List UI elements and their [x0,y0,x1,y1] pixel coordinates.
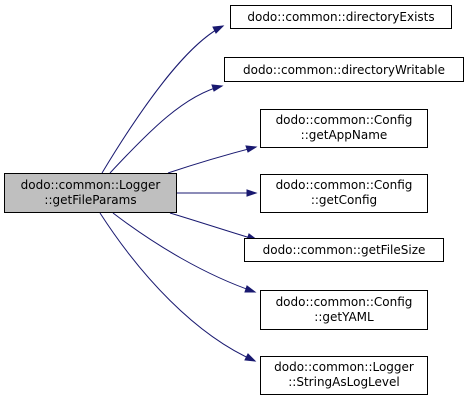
edge-to-get-config [176,189,258,197]
node-directory-writable[interactable]: dodo::common::directoryWritable [224,57,464,82]
edge-to-get-app-name [167,145,258,174]
node-root-line-1: dodo::common::Logger [21,178,161,192]
node-root[interactable]: dodo::common::Logger ::getFileParams [4,173,177,213]
node-get-config[interactable]: dodo::common::Config ::getConfig [260,174,428,213]
node-get-file-size[interactable]: dodo::common::getFileSize [244,238,444,262]
node-directory-writable-label: dodo::common::directoryWritable [243,63,445,77]
node-get-config-line-2: ::getConfig [311,193,377,207]
node-get-yaml-line-1: dodo::common::Config [276,295,413,309]
edge-to-get-yaml [112,212,257,293]
node-root-line-2: ::getFileParams [44,193,136,207]
node-string-as-log-level-line-1: dodo::common::Logger [274,360,414,374]
node-get-app-name-line-2: ::getAppName [301,128,388,142]
node-get-app-name[interactable]: dodo::common::Config ::getAppName [260,109,428,148]
node-get-yaml-line-2: ::getYAML [314,310,374,324]
node-get-yaml[interactable]: dodo::common::Config ::getYAML [260,290,428,330]
node-string-as-log-level-line-2: ::StringAsLogLevel [288,375,399,389]
node-string-as-log-level[interactable]: dodo::common::Logger ::StringAsLogLevel [260,356,428,395]
edge-to-directory-exists [101,25,225,174]
node-get-file-size-label: dodo::common::getFileSize [263,243,426,257]
node-get-app-name-line-1: dodo::common::Config [276,113,413,127]
edge-to-directory-writable [109,84,224,174]
node-get-config-line-1: dodo::common::Config [276,178,413,192]
edge-to-get-file-size [169,212,259,241]
node-directory-exists[interactable]: dodo::common::directoryExists [230,5,452,29]
edge-to-string-as-log-level [99,212,257,362]
node-directory-exists-label: dodo::common::directoryExists [247,10,434,24]
edges [99,25,259,362]
